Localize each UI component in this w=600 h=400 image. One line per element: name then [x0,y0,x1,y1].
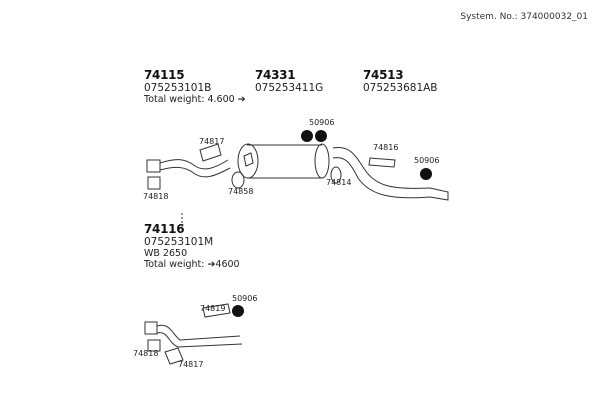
rear-pipe-74513 [330,146,449,201]
group-74331: 74331 075253411G [255,68,323,94]
part-number[interactable]: 74116 [144,222,185,236]
label-74817[interactable]: 74817 [178,360,204,369]
group-74116: 74116 075253101M WB 2650 Total weight: ➔… [144,222,240,270]
part-code: 075253101M [144,236,214,248]
rubber-mounts [232,130,432,317]
group-74513: 74513 075253681AB [363,68,438,94]
bracket-74816 [368,157,396,168]
part-code: 075253681AB [363,82,438,94]
mount-50906 [420,168,432,180]
ring-74814 [330,166,342,184]
label-50906[interactable]: 50906 [414,156,440,165]
part-number[interactable]: 74513 [363,68,404,82]
gasket-74818 [147,176,161,190]
total-weight: Total weight: ➔4600 [144,259,240,270]
mount-50906 [232,305,244,317]
mount-50906 [301,130,313,142]
system-number: System. No.: 374000032_01 [460,12,588,22]
part-code: 075253411G [255,82,324,94]
label-74817[interactable]: 74817 [199,137,225,146]
part-number[interactable]: 74331 [255,68,296,82]
bracket-74817-bottom [164,347,184,365]
bracket-74819 [202,303,231,318]
label-50906[interactable]: 50906 [232,294,258,303]
front-pipe-bottom [144,303,243,365]
wheelbase: WB 2650 [144,248,188,259]
group-74115: 74115 075253101B Total weight: 4.600 ➔ [144,68,246,105]
ring-74858 [231,171,245,189]
label-74818[interactable]: 74818 [133,349,159,358]
part-code: 075253101B [144,82,212,94]
total-weight: Total weight: 4.600 ➔ [144,94,246,105]
flange [146,159,161,173]
label-74858[interactable]: 74858 [228,187,254,196]
bracket-74817 [199,143,222,162]
part-number[interactable]: 74115 [144,68,185,82]
label-74816[interactable]: 74816 [373,143,399,152]
label-74819[interactable]: 74819 [200,304,226,313]
front-pipe-top [146,143,245,190]
muffler-74331 [237,143,330,179]
mount-50906 [315,130,327,142]
label-74818[interactable]: 74818 [143,192,169,201]
label-50906[interactable]: 50906 [309,118,335,127]
label-74814[interactable]: 74814 [326,178,352,187]
